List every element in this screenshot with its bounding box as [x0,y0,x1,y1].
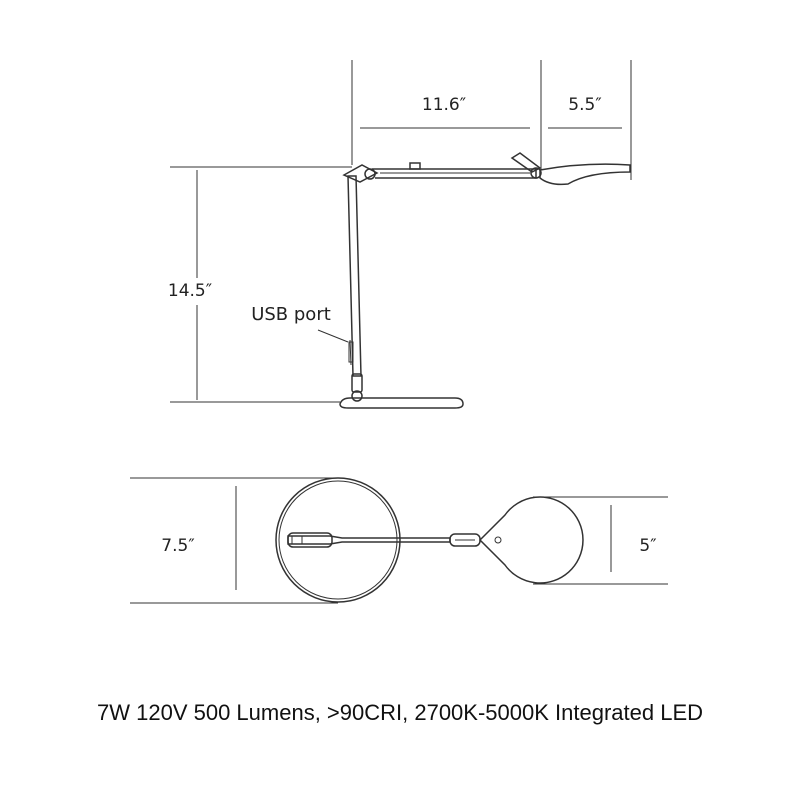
lamp-base-side [339,397,464,409]
lamp-head-joint-top [449,533,481,547]
usb-port-slot [349,339,352,366]
lamp-elbow [342,164,379,183]
lamp-arm-switch [409,162,421,170]
lamp-head-top [478,496,584,584]
lamp-elbow-hinge [364,168,376,180]
lamp-lower-joint [351,373,363,393]
dimension-head-diameter: 5″ [639,536,656,556]
spec-text: 7W 120V 500 Lumens, >90CRI, 2700K-5000K … [97,700,703,725]
lamp-head-side [539,163,631,186]
dimension-arm-length: 11.6″ [422,95,466,115]
usb-port-leader [317,329,349,343]
lamp-head-bracket [510,152,542,173]
dimension-height: 14.5″ [168,281,212,301]
lamp-post [347,175,362,377]
side-view: 11.6″ 5.5″ 14.5″ USB port [168,60,632,409]
lamp-head-sensor [494,536,502,544]
lamp-elbow-top [287,532,333,548]
top-view: 7.5″ 5″ [130,477,668,604]
dimension-head-length: 5.5″ [568,95,601,115]
lamp-arm [372,168,537,179]
usb-port-marker [348,341,354,363]
lamp-head-hinge [530,167,542,179]
lamp-lower-hinge [351,390,363,402]
lamp-base-top-inner [278,480,398,600]
lamp-side-drawing [339,152,631,409]
lamp-elbow-top-detail [291,535,303,545]
lamp-base-top [275,477,401,603]
usb-port-label: USB port [251,304,331,325]
dimension-base-diameter: 7.5″ [161,536,194,556]
lamp-arm-top [287,535,451,545]
